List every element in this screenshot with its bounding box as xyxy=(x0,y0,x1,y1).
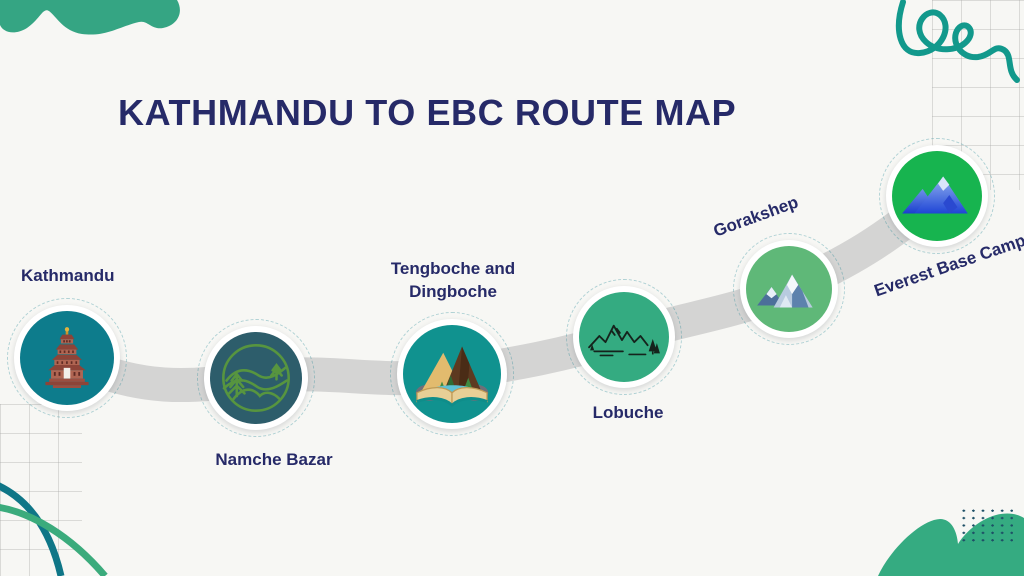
stop-node-lobuche xyxy=(566,279,682,395)
stop-node-gorakshep xyxy=(733,233,845,345)
green-blob-top-left xyxy=(0,0,180,35)
stop-circle xyxy=(892,151,982,241)
watercolor-peaks-icon xyxy=(757,274,813,308)
page-title: KATHMANDU TO EBC ROUTE MAP xyxy=(118,92,737,133)
dot-matrix-pattern xyxy=(959,507,1013,542)
stop-circle xyxy=(579,292,669,382)
stop-circle xyxy=(403,325,501,423)
squiggle-doodle-icon xyxy=(895,0,1020,83)
open-book-mountains-icon xyxy=(415,346,489,408)
stop-label-kathmandu: Kathmandu xyxy=(21,266,115,285)
blue-gradient-peaks-icon xyxy=(902,176,968,214)
stop-label-tengboche-dingboche: Tengboche and Dingboche xyxy=(390,259,516,301)
stop-node-everest-base-camp xyxy=(879,138,995,254)
stop-node-tengboche-dingboche xyxy=(390,312,514,436)
mountain-line-art-icon xyxy=(222,344,290,412)
pagoda-temple-icon xyxy=(45,327,89,388)
stop-circle xyxy=(210,332,302,424)
stop-node-kathmandu xyxy=(7,298,127,418)
stop-circle xyxy=(20,311,114,405)
grid-pattern-bottom-left xyxy=(0,404,82,576)
stop-node-namche-bazar xyxy=(197,319,315,437)
stop-label-namche-bazar: Namche Bazar xyxy=(215,450,333,469)
stop-circle xyxy=(746,246,832,332)
stop-label-lobuche: Lobuche xyxy=(592,403,664,422)
ink-sketch-mountains-icon xyxy=(588,324,660,357)
arc-lines-bottom-left xyxy=(0,482,108,576)
